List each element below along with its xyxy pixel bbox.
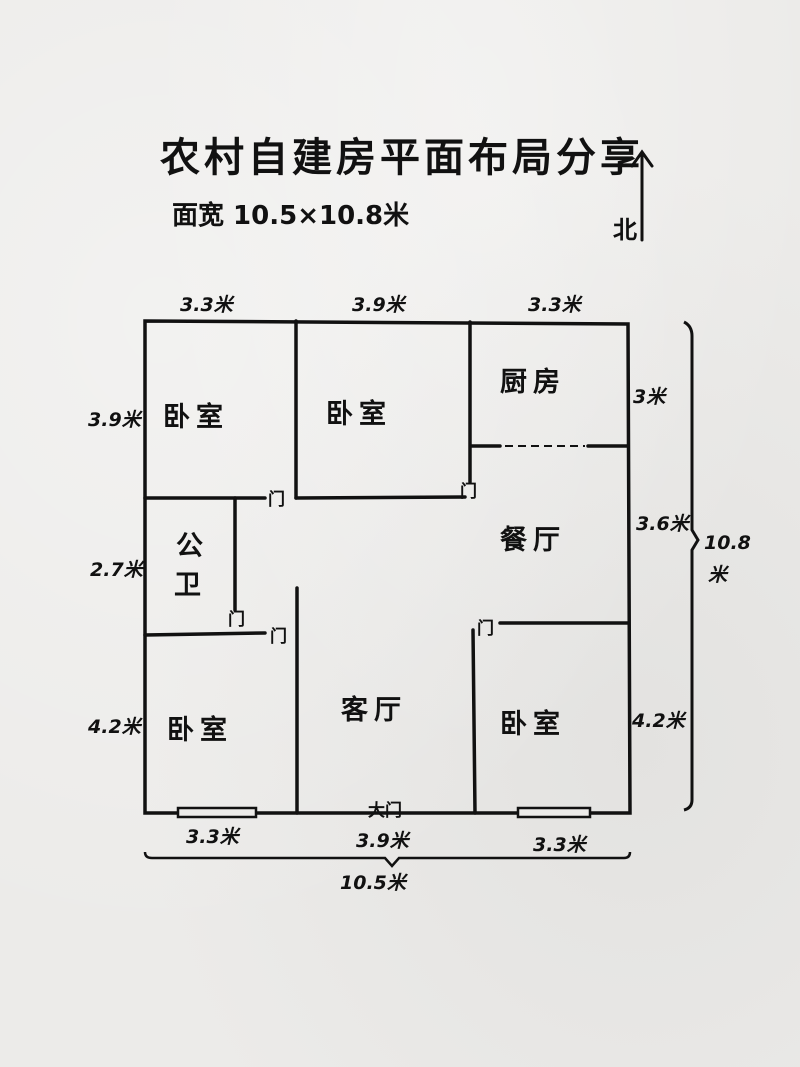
window-se: [516, 806, 592, 819]
main-door-label: 大门: [368, 801, 402, 821]
dimension-bottom-total: 10.5米: [340, 872, 406, 894]
room-label-bedroom-n: 卧室: [326, 399, 392, 430]
outer-wall: [143, 319, 632, 815]
dimension-bottom-1: 3.3米: [186, 826, 239, 848]
wall: [471, 628, 477, 815]
bottom-dimension-bracket: [143, 851, 632, 868]
room-label-living: 客厅: [341, 695, 407, 726]
room-label-bedroom-se: 卧室: [500, 709, 566, 740]
dimension-top-2: 3.9米: [352, 294, 405, 316]
dimension-right-2: 3.6米: [636, 513, 689, 535]
door-label: 门: [460, 482, 477, 502]
dimension-right-1: 3米: [633, 386, 666, 408]
dimension-bottom-3: 3.3米: [533, 834, 586, 856]
room-label-bedroom-sw: 卧室: [167, 715, 233, 746]
wall: [143, 631, 267, 637]
north-arrow-icon: [630, 149, 654, 242]
window-sw: [176, 806, 258, 819]
room-label-bedroom-nw: 卧室: [163, 402, 229, 433]
dimension-right-total-value: 10.8: [704, 532, 751, 554]
room-label-dining: 餐厅: [500, 525, 566, 556]
dimension-top-3: 3.3米: [528, 294, 581, 316]
right-dimension-bracket: [683, 320, 700, 812]
door-label: 门: [228, 610, 245, 630]
dimension-top-1: 3.3米: [180, 294, 233, 316]
door-label: 门: [268, 490, 285, 510]
dimension-right-3: 4.2米: [632, 710, 685, 732]
north-label: 北: [613, 216, 637, 244]
page-subtitle: 面宽 10.5×10.8米: [172, 201, 410, 231]
dimension-bottom-2: 3.9米: [356, 830, 409, 852]
dimension-left-3: 4.2米: [88, 716, 141, 738]
door-label: 门: [270, 627, 287, 647]
page-title: 农村自建房平面布局分享: [160, 135, 644, 181]
dimension-left-1: 3.9米: [88, 409, 141, 431]
dimension-right-total-unit: 米: [708, 564, 728, 586]
wall: [294, 495, 467, 500]
room-label-kitchen: 厨房: [500, 367, 566, 398]
room-label-bathroom-line1: 公: [176, 531, 209, 562]
room-label-bathroom-line2: 卫: [174, 570, 207, 601]
door-label: 门: [477, 619, 494, 639]
dimension-left-2: 2.7米: [90, 559, 143, 581]
